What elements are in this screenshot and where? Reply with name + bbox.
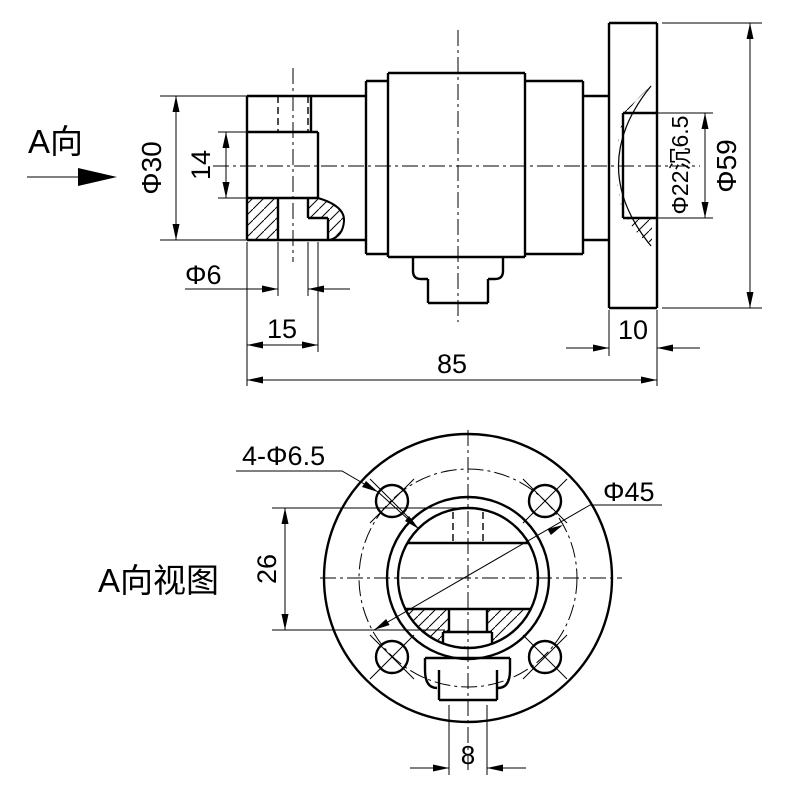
view-direction-arrow [78,168,117,186]
dim-phi45: Φ45 [603,477,655,507]
dim-phi30: Φ30 [136,141,167,194]
a-view-arrowheads [281,481,563,772]
dim-26: 26 [252,554,282,584]
dim-10: 10 [618,315,648,345]
hidden-hole-lines [277,96,309,132]
dim-phi59: Φ59 [711,139,742,192]
dim-8: 8 [461,740,475,770]
a-view-dimension-lines [236,470,662,775]
dim-phi6: Φ6 [185,260,222,290]
center-lines [213,30,700,322]
view-a-label: A向 [28,123,83,160]
a-view: 4-Φ6.5 Φ45 26 8 A向视图 [98,430,662,775]
dim-bolt-holes: 4-Φ6.5 [242,441,325,471]
dim-85: 85 [437,349,467,379]
dim-15: 15 [267,314,297,344]
dim-14: 14 [186,150,216,180]
a-view-hidden-lines [452,512,484,543]
arrowheads [78,23,754,384]
side-view: A向 Φ30 14 Φ6 15 85 10 Φ59 Φ22沉6.5 [27,21,762,386]
a-view-title: A向视图 [98,562,219,599]
bolt-holes [369,478,568,680]
dim-phi22-counterbore: Φ22沉6.5 [667,116,693,215]
boss-round-edge [317,197,346,241]
a-view-center-lines [320,430,622,772]
dimension-lines [27,22,762,386]
